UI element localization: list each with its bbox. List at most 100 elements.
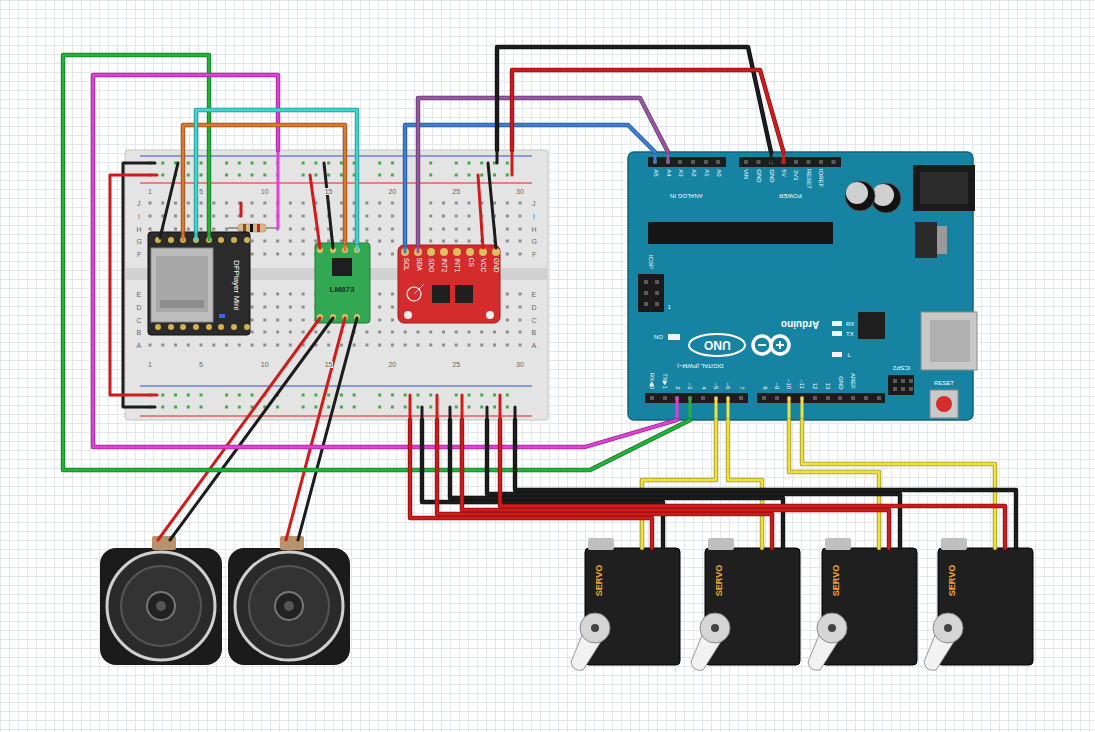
wire-connector bbox=[183, 125, 345, 243]
accelerometer-drawing bbox=[398, 245, 500, 323]
breadboard-holes bbox=[187, 202, 190, 205]
wire-connector bbox=[183, 125, 345, 243]
breadboard-holes bbox=[225, 344, 228, 347]
breadboard-holes bbox=[276, 331, 279, 334]
breadboard-holes bbox=[442, 344, 445, 347]
breadboard-holes bbox=[340, 240, 343, 243]
pin-label: ANALOG IN bbox=[670, 193, 703, 199]
breadboard-holes bbox=[238, 344, 241, 347]
wire-connector bbox=[405, 125, 655, 245]
breadboard-holes bbox=[276, 319, 279, 322]
mp3-player-module-drawing bbox=[193, 324, 199, 330]
breadboard-holes bbox=[289, 319, 292, 322]
pin-label: DIGITAL (PWM~) bbox=[677, 363, 724, 369]
wire-connector bbox=[422, 420, 663, 548]
breadboard-holes bbox=[365, 344, 368, 347]
pin-label: RESET bbox=[806, 169, 812, 189]
speaker bbox=[284, 601, 294, 611]
wire-connector bbox=[410, 420, 652, 548]
wire-connector bbox=[63, 55, 690, 470]
breadboard-holes bbox=[225, 174, 228, 177]
breadboard-holes bbox=[289, 215, 292, 218]
breadboard-holes bbox=[378, 253, 381, 256]
accelerometer-drawing bbox=[453, 248, 461, 256]
breadboard-holes bbox=[429, 228, 432, 231]
speaker bbox=[100, 548, 222, 665]
pin-label: SCL bbox=[402, 258, 409, 271]
breadboard-holes bbox=[314, 331, 317, 334]
pin-label: INT1 bbox=[454, 258, 461, 272]
breadboard-holes bbox=[480, 344, 483, 347]
breadboard-holes bbox=[225, 394, 228, 397]
breadboard-holes bbox=[200, 162, 203, 165]
breadboard-holes bbox=[225, 406, 228, 409]
speaker-wire bbox=[170, 318, 333, 540]
breadboard-body bbox=[125, 150, 548, 420]
wire-connector bbox=[512, 70, 784, 152]
breadboard-holes bbox=[493, 331, 496, 334]
breadboard-label: B bbox=[136, 329, 143, 336]
pin-label: ~9 bbox=[774, 382, 780, 389]
header-pin bbox=[644, 280, 648, 284]
header-pin bbox=[691, 160, 695, 164]
breadboard-holes bbox=[263, 162, 266, 165]
breadboard-holes bbox=[391, 293, 394, 296]
wire-connector bbox=[500, 420, 1005, 548]
servo-motor: SERVO bbox=[822, 548, 917, 665]
breadboard-holes bbox=[429, 240, 432, 243]
wire-stub bbox=[689, 398, 692, 420]
arduino-board-drawing bbox=[845, 181, 875, 211]
breadboard-holes bbox=[161, 344, 164, 347]
mp3-player-module-drawing bbox=[160, 300, 204, 308]
breadboard-holes bbox=[493, 174, 496, 177]
arduino-board-drawing bbox=[648, 157, 726, 167]
breadboard-holes bbox=[263, 253, 266, 256]
breadboard-holes bbox=[391, 306, 394, 309]
mp3-player-module-drawing bbox=[148, 232, 250, 335]
jumper-wire bbox=[160, 163, 178, 238]
breadboard-holes bbox=[429, 344, 432, 347]
breadboard-holes bbox=[340, 215, 343, 218]
mp3-player-module-drawing bbox=[231, 237, 237, 243]
breadboard-holes bbox=[327, 331, 330, 334]
arduino-board-drawing bbox=[915, 222, 937, 258]
pin-label: RX◀0 bbox=[649, 373, 655, 389]
accelerometer-drawing bbox=[440, 248, 448, 256]
breadboard-holes bbox=[429, 202, 432, 205]
breadboard-holes bbox=[327, 162, 330, 165]
speaker bbox=[107, 552, 215, 660]
header-pin bbox=[701, 396, 705, 400]
breadboard-holes bbox=[200, 174, 203, 177]
breadboard-label: 5 bbox=[198, 188, 204, 195]
breadboard-holes bbox=[225, 215, 228, 218]
speaker-wire bbox=[158, 318, 357, 540]
breadboard-holes bbox=[174, 406, 177, 409]
wire-connector bbox=[462, 420, 889, 548]
header-pin bbox=[655, 280, 659, 284]
breadboard-holes bbox=[468, 228, 471, 231]
servo-drawing bbox=[941, 538, 967, 550]
header-pin bbox=[819, 160, 823, 164]
breadboard-label: 15 bbox=[324, 188, 334, 195]
arduino-board-drawing bbox=[913, 165, 975, 211]
servo-motor: SERVO bbox=[938, 548, 1033, 665]
header-pin bbox=[909, 387, 913, 391]
wire-stub bbox=[788, 398, 791, 420]
breadboard-holes bbox=[263, 319, 266, 322]
breadboard-label: 10 bbox=[260, 188, 270, 195]
breadboard-holes bbox=[404, 394, 407, 397]
header-pin bbox=[650, 396, 654, 400]
pin-label: SDA bbox=[415, 258, 422, 271]
servo-label: SERVO bbox=[715, 564, 724, 595]
mp3-player-module-drawing bbox=[231, 324, 237, 330]
arduino-board-drawing bbox=[645, 393, 748, 403]
breadboard-holes bbox=[519, 215, 522, 218]
arduino-board-drawing bbox=[628, 152, 977, 420]
pin-label: GND bbox=[493, 258, 500, 272]
breadboard-holes bbox=[493, 406, 496, 409]
wire-connector bbox=[410, 420, 652, 548]
header-pin bbox=[807, 160, 811, 164]
wire-connector bbox=[515, 420, 1016, 548]
breadboard-holes bbox=[225, 162, 228, 165]
